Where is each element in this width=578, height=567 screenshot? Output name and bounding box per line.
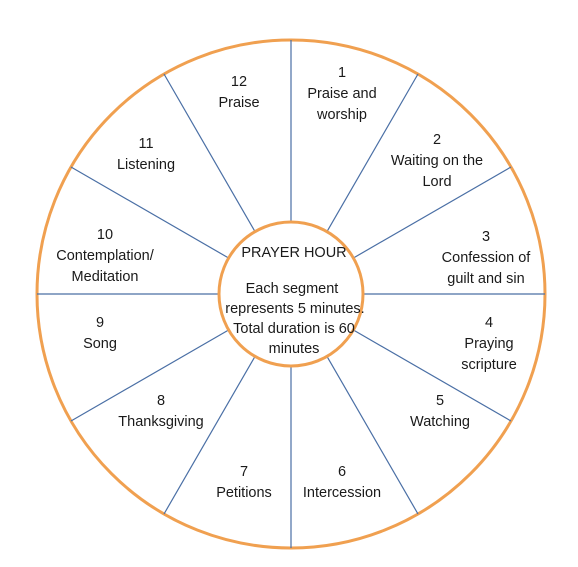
segment-divider xyxy=(163,356,256,515)
segment-label-line: Contemplation/ xyxy=(56,248,154,264)
segment-label-line: scripture xyxy=(461,357,517,373)
segment-number: 2 xyxy=(433,132,441,148)
segment-label-line: Song xyxy=(83,336,117,352)
segment-number: 5 xyxy=(436,393,444,409)
segment-number: 11 xyxy=(138,136,153,152)
segment-label-line: Waiting on the xyxy=(391,153,483,169)
segment-number: 12 xyxy=(231,74,247,90)
hub-description-line: Total duration is 60 xyxy=(233,321,355,337)
segment-number: 8 xyxy=(157,393,165,409)
segment-label-line: worship xyxy=(316,107,367,123)
segment-divider xyxy=(326,73,419,232)
segment-label-line: Lord xyxy=(422,174,451,190)
segment-divider xyxy=(353,166,512,259)
segment-number: 4 xyxy=(485,315,493,331)
hub-description-line: Each segment xyxy=(246,281,339,297)
segment-label-line: Intercession xyxy=(303,485,381,501)
segment-divider xyxy=(163,73,256,232)
segment-label-line: Praise xyxy=(218,95,259,111)
segment-label-line: Confession of xyxy=(442,250,532,266)
hub-description-line: represents 5 minutes. xyxy=(225,301,364,317)
segment-divider xyxy=(326,356,419,515)
segment-divider xyxy=(70,166,229,259)
segment-number: 6 xyxy=(338,464,346,480)
segment-label-line: Listening xyxy=(117,157,175,173)
spokes-group xyxy=(37,40,545,548)
segment-label-line: Praise and xyxy=(307,86,376,102)
segment-number: 10 xyxy=(97,227,113,243)
segment-divider xyxy=(70,329,229,422)
segment-label-line: Thanksgiving xyxy=(118,414,203,430)
hub-description-line: minutes xyxy=(269,341,320,357)
segment-label-line: Petitions xyxy=(216,485,272,501)
segment-label-line: guilt and sin xyxy=(447,271,524,287)
segment-divider xyxy=(353,329,512,422)
segment-label-line: Watching xyxy=(410,414,470,430)
segment-label-line: Praying xyxy=(464,336,513,352)
hub-ring xyxy=(217,220,365,368)
hub-title: PRAYER HOUR xyxy=(241,245,346,261)
segment-number: 7 xyxy=(240,464,248,480)
segment-number: 3 xyxy=(482,229,490,245)
segment-number: 9 xyxy=(96,315,104,331)
segment-number: 1 xyxy=(338,65,346,81)
segment-label-line: Meditation xyxy=(72,269,139,285)
